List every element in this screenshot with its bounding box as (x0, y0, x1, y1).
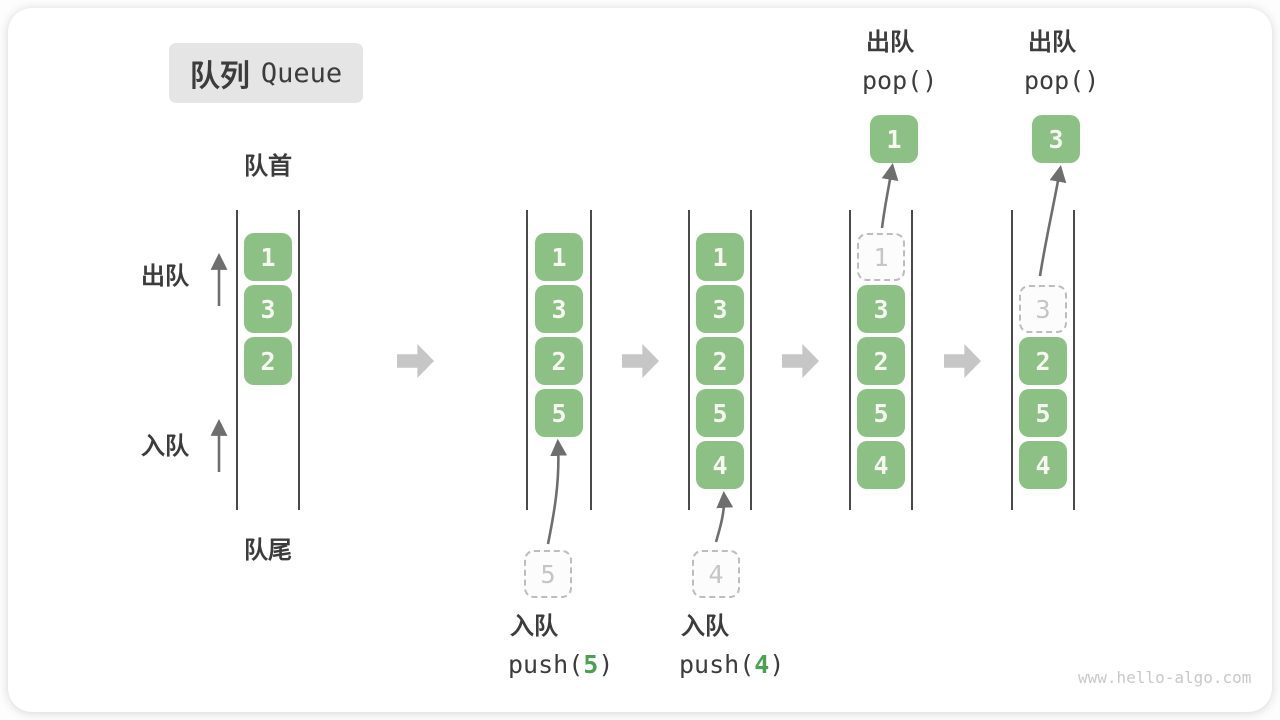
code-arg: 4 (754, 650, 770, 679)
dequeue-path-arrow-icon (1038, 165, 1067, 277)
ghost-cell: 3 (1019, 285, 1067, 333)
flow-arrow-icon (944, 344, 981, 378)
enqueue-op-label: 入队 (681, 613, 729, 640)
queue-cell: 2 (244, 337, 292, 385)
dequeue-op-code: pop() (1024, 66, 1099, 95)
queue-wall-right (298, 210, 300, 510)
code-fn: pop() (1024, 66, 1100, 95)
code-close: ) (598, 650, 614, 679)
enqueue-op-code: push(5) (508, 650, 613, 679)
code-arg: 5 (583, 650, 599, 679)
code-fn: push( (508, 650, 584, 679)
queue-wall-left (688, 210, 690, 510)
enqueue-arrow-icon (210, 418, 228, 472)
enqueue-path-arrow-icon (714, 490, 734, 543)
flow-arrow-icon (397, 344, 434, 378)
popped-cell: 1 (870, 115, 918, 163)
queue-cell: 2 (857, 337, 905, 385)
queue-cell: 5 (1019, 389, 1067, 437)
queue-cell: 1 (244, 233, 292, 281)
dequeue-side-label: 出队 (141, 263, 189, 290)
queue-cell: 1 (696, 233, 744, 281)
queue-wall-left (236, 210, 238, 510)
queue-wall-left (1011, 210, 1013, 510)
enqueue-side-label: 入队 (141, 433, 189, 460)
flow-arrow-icon (782, 344, 819, 378)
code-fn: push( (679, 650, 755, 679)
queue-cell: 4 (1019, 441, 1067, 489)
queue-cell: 5 (535, 389, 583, 437)
queue-cell: 2 (535, 337, 583, 385)
title-zh: 队列 (189, 60, 250, 93)
title-badge: 队列 Queue (169, 43, 363, 103)
incoming-cell: 5 (524, 550, 572, 598)
enqueue-op-label: 入队 (510, 613, 558, 640)
dequeue-arrow-icon (210, 252, 228, 306)
dequeue-op-label: 出队 (1028, 29, 1076, 56)
code-close: ) (769, 650, 785, 679)
ghost-cell: 1 (857, 233, 905, 281)
queue-wall-right (590, 210, 592, 510)
queue-wall-right (911, 210, 913, 510)
queue-cell: 3 (857, 285, 905, 333)
dequeue-op-code: pop() (862, 66, 937, 95)
queue-cell: 5 (696, 389, 744, 437)
enqueue-path-arrow-icon (546, 438, 568, 545)
dequeue-op-label: 出队 (866, 29, 914, 56)
queue-cell: 4 (696, 441, 744, 489)
flow-arrow-icon (622, 344, 659, 378)
queue-cell: 4 (857, 441, 905, 489)
queue-cell: 2 (1019, 337, 1067, 385)
code-fn: pop() (862, 66, 938, 95)
queue-wall-left (526, 210, 528, 510)
title-en: Queue (260, 57, 343, 89)
queue-wall-right (750, 210, 752, 510)
enqueue-op-code: push(4) (679, 650, 784, 679)
queue-cell: 1 (535, 233, 583, 281)
queue-cell: 5 (857, 389, 905, 437)
queue-cell: 2 (696, 337, 744, 385)
queue-cell: 3 (244, 285, 292, 333)
watermark: www.hello-algo.com (1078, 668, 1252, 687)
incoming-cell: 4 (692, 550, 740, 598)
queue-cell: 3 (696, 285, 744, 333)
queue-wall-right (1073, 210, 1075, 510)
queue-cell: 3 (535, 285, 583, 333)
rear-label: 队尾 (244, 537, 292, 564)
front-label: 队首 (244, 153, 292, 180)
popped-cell: 3 (1032, 115, 1080, 163)
queue-wall-left (849, 210, 851, 510)
dequeue-path-arrow-icon (880, 162, 899, 229)
